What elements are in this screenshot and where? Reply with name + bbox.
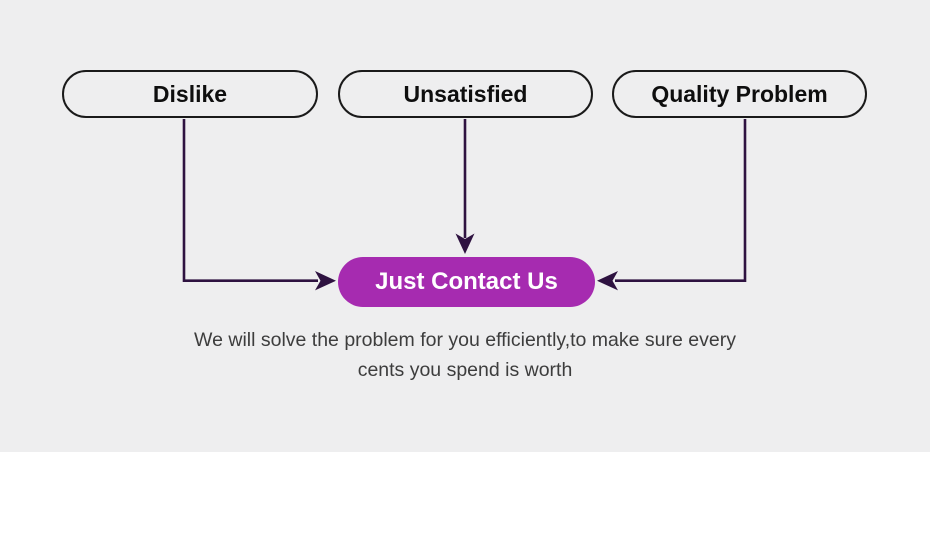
arrow-right [615, 119, 747, 282]
just-contact-us-button[interactable]: Just Contact Us [338, 257, 595, 307]
arrow-right-head-icon [315, 271, 336, 291]
arrow-left-head-icon [597, 271, 618, 291]
flow-node-label: Unsatisfied [403, 80, 528, 107]
flow-node-quality-problem: Quality Problem [612, 70, 867, 118]
caption-line-2: cents you spend is worth [357, 359, 573, 381]
flow-node-label: Quality Problem [651, 80, 828, 107]
arrow-down-head-icon [455, 233, 475, 254]
caption-line-1: We will solve the problem for you effici… [194, 329, 736, 351]
flow-node-dislike: Dislike [62, 70, 318, 118]
flow-node-label: Dislike [152, 80, 228, 107]
arrow-left [182, 119, 318, 282]
cta-label: Just Contact Us [375, 268, 558, 295]
caption: We will solve the problem for you effici… [0, 325, 930, 385]
bottom-white-band [0, 452, 930, 541]
flow-node-unsatisfied: Unsatisfied [338, 70, 593, 118]
